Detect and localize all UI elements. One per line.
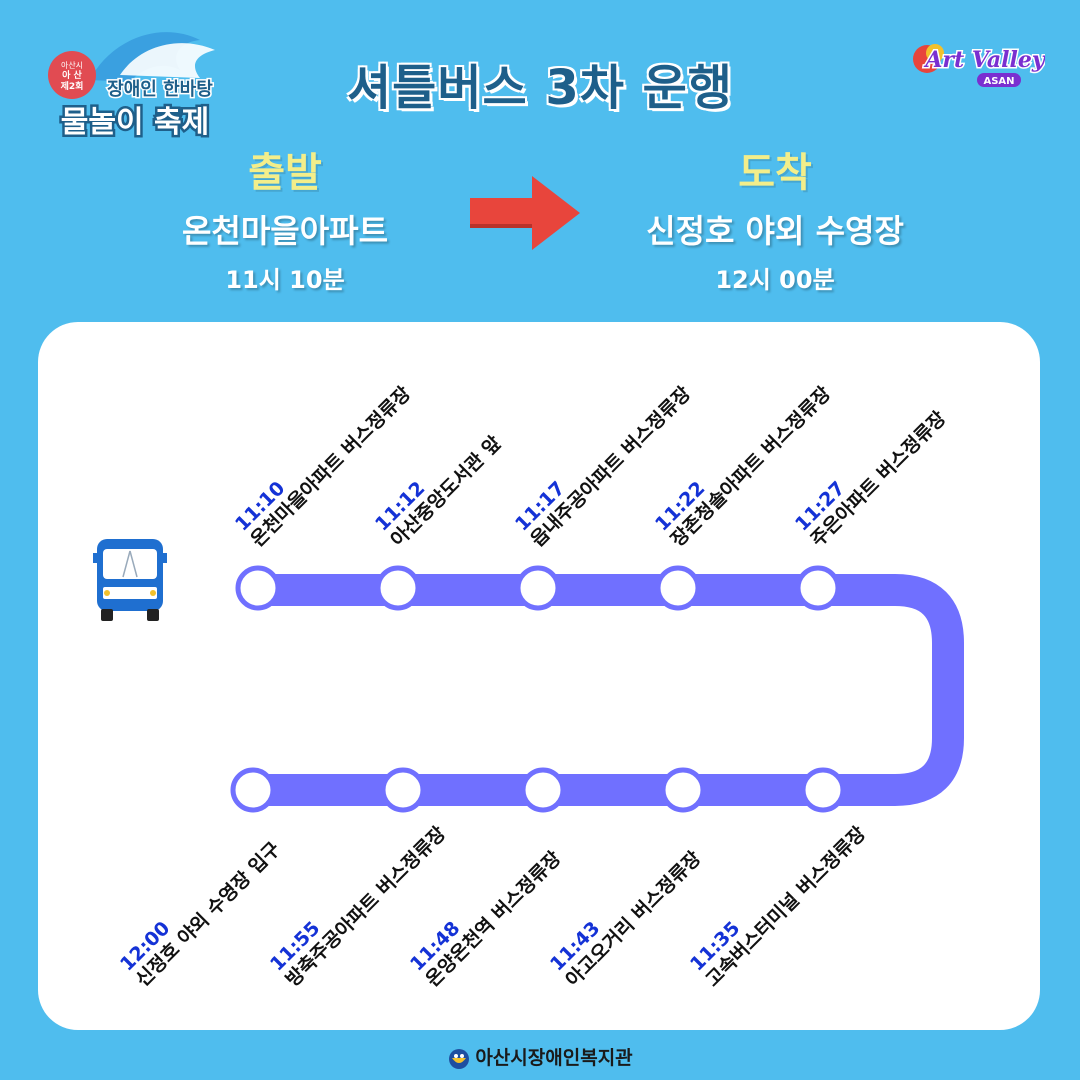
- footer-org: 아산시장애인복지관: [475, 1047, 633, 1069]
- departure-time: 11시 10분: [225, 266, 345, 294]
- festival-logo-line1: 장애인 한바탕: [107, 79, 213, 100]
- arrival-heading: 도착: [738, 150, 812, 196]
- departure-info: 출발 온천마을아파트 11시 10분: [140, 140, 430, 295]
- arrival-place: 신정호 야외 수영장: [646, 212, 904, 250]
- art-valley-name: Art Valley: [923, 47, 1045, 73]
- departure-heading: 출발: [248, 150, 322, 196]
- bus-icon: [93, 539, 167, 621]
- arrival-time: 12시 00분: [715, 266, 835, 294]
- festival-badge-line1: 아산시: [61, 60, 83, 70]
- page-title: 셔틀버스 3차 운행: [347, 60, 733, 116]
- festival-logo-line2: 물놀이 축제: [61, 105, 209, 140]
- art-valley-sub: ASAN: [983, 76, 1014, 87]
- festival-badge-line2: 아 산: [62, 69, 82, 81]
- welfare-center-icon: [449, 1048, 470, 1069]
- art-valley-logo: Art Valley ASAN: [913, 44, 1045, 87]
- arrival-info: 도착 신정호 야외 수영장 12시 00분: [595, 140, 955, 295]
- departure-place: 온천마을아파트: [181, 212, 389, 250]
- right-arrow-icon: [470, 176, 580, 250]
- festival-logo: 아산시 아 산 제2회 장애인 한바탕 물놀이 축제: [48, 32, 215, 143]
- footer: 아산시장애인복지관: [0, 1043, 1080, 1070]
- festival-badge-line3: 제2회: [61, 80, 84, 92]
